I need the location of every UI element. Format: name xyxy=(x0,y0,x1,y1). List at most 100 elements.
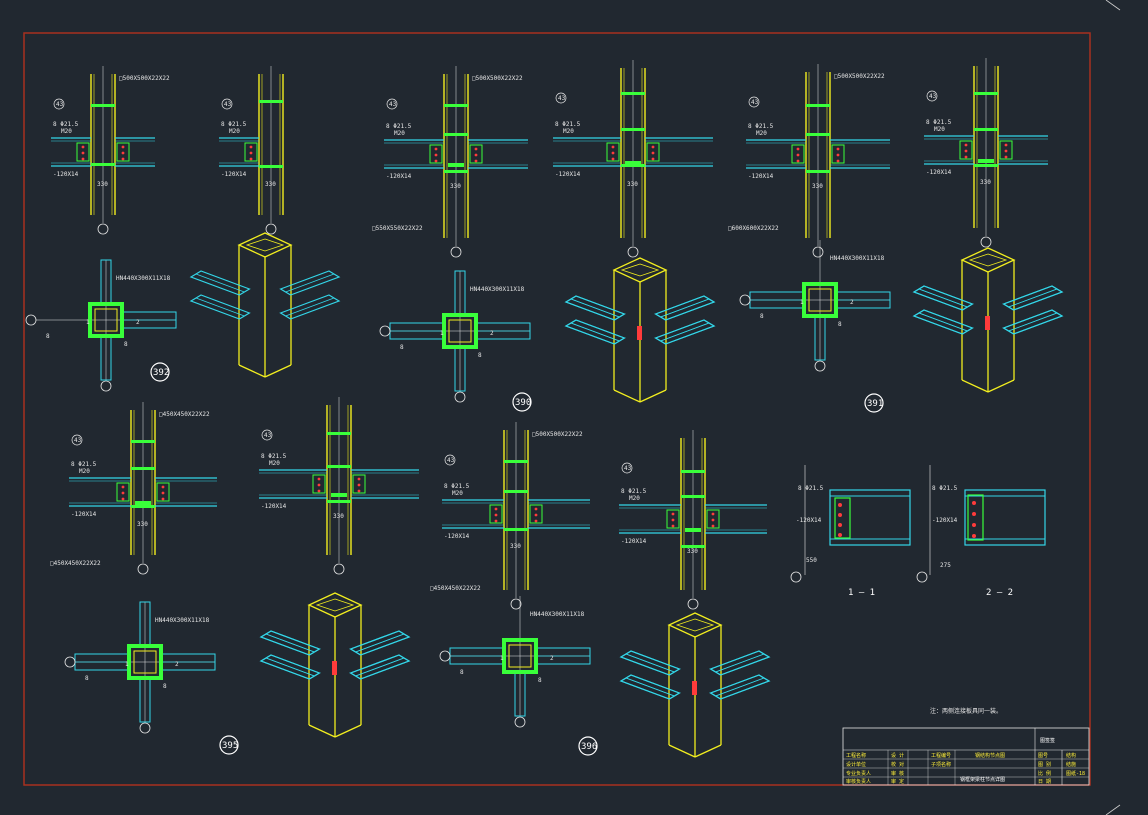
beam-web-iso xyxy=(660,322,710,342)
column-size-label: □500X500X22X22 xyxy=(119,75,170,82)
column-edge xyxy=(264,364,292,378)
diaphragm-plate xyxy=(806,133,830,136)
detail-tag-number: 391 xyxy=(867,399,883,409)
bolt xyxy=(317,489,321,493)
column-edge xyxy=(639,389,667,403)
column-inner xyxy=(94,308,118,332)
shear-plate xyxy=(606,142,620,162)
plate-label: -120X14 xyxy=(444,533,470,540)
weld-label: 8 xyxy=(400,344,404,351)
tag-bubble xyxy=(386,98,398,110)
axis-bubble xyxy=(25,314,37,326)
section-2-bolt-label: 8 Φ21.5 xyxy=(932,485,958,492)
beam-flange-iso xyxy=(654,319,716,345)
axis-bubble xyxy=(812,246,824,258)
beam-flange-iso xyxy=(1002,309,1064,335)
beam-flange-iso xyxy=(259,630,321,656)
bolt xyxy=(81,151,85,155)
axis-bubble xyxy=(100,380,112,392)
weld-label: 8 xyxy=(163,683,167,690)
tag-bubble-text: 43 xyxy=(447,457,455,464)
axis-bubble xyxy=(454,391,466,403)
column-cap-inner xyxy=(245,238,285,252)
diaphragm-plate xyxy=(259,165,283,168)
column-edge xyxy=(308,724,336,738)
bolt xyxy=(121,157,125,161)
column-edge xyxy=(334,724,362,738)
axis-bubble xyxy=(265,223,277,235)
diaphragm-plate xyxy=(621,164,645,167)
bolt xyxy=(711,518,715,522)
plate-label: -120X14 xyxy=(621,538,647,545)
beam-web-iso xyxy=(265,657,315,677)
dim-label: 330 xyxy=(687,548,698,555)
bolt xyxy=(836,159,840,163)
diaphragm-plate xyxy=(327,432,351,435)
tb-left-2: 设计单位 xyxy=(846,761,866,768)
bolt xyxy=(651,151,655,155)
beam-flange-iso xyxy=(349,654,411,680)
bolt xyxy=(796,153,800,157)
column-size-label: □500X500X22X22 xyxy=(532,431,583,438)
beam-flange-iso xyxy=(259,654,321,680)
shear-plate xyxy=(831,144,845,164)
bolt xyxy=(1004,155,1008,159)
column-edge xyxy=(613,389,641,403)
shear-plate xyxy=(116,482,130,502)
bolt-label: 8 Φ21.5 xyxy=(71,461,97,468)
weld-label: 8 xyxy=(838,321,842,328)
beam-flange-iso xyxy=(279,294,341,320)
axis-bubble xyxy=(64,656,76,668)
shear-plate xyxy=(116,142,130,162)
tag-bubble xyxy=(261,429,273,441)
tag-bubble xyxy=(748,96,760,108)
diaphragm-plate xyxy=(974,92,998,95)
tag-bubble-text: 43 xyxy=(74,437,82,444)
diaphragm-plate xyxy=(974,164,998,167)
tag-bubble xyxy=(555,92,567,104)
tb-mid-1: 设 计 xyxy=(891,752,904,759)
bolt xyxy=(434,153,438,157)
tb-right-3: 比 例 xyxy=(1038,770,1051,777)
column-size-label: □450X450X22X22 xyxy=(159,411,210,418)
weld-label: 8 xyxy=(760,313,764,320)
isometric-detail xyxy=(912,247,1064,393)
beam-flange-iso xyxy=(619,674,681,700)
bolt-size-label: M20 xyxy=(934,126,945,133)
shear-plate xyxy=(76,142,90,162)
diaphragm-plate xyxy=(504,528,528,531)
bolt xyxy=(1004,143,1008,147)
column-size-label: □600X600X22X22 xyxy=(728,225,779,232)
column-edge xyxy=(668,744,696,758)
bolt xyxy=(317,483,321,487)
beam-size-label: HN440X300X11X18 xyxy=(155,617,210,624)
tag-bubble-text: 43 xyxy=(56,101,64,108)
beam-mark: 2 xyxy=(850,299,854,306)
beam-web-iso xyxy=(660,298,710,318)
bolt xyxy=(121,497,125,501)
section-2-label: 2 — 2 xyxy=(986,588,1013,598)
detail-tag xyxy=(150,362,170,382)
frame-tick xyxy=(1105,0,1121,11)
tb-right-val-2: 结施 xyxy=(1066,761,1076,768)
beam-web-iso xyxy=(570,298,620,318)
bolt-label: 8 Φ21.5 xyxy=(261,453,287,460)
tb-mid2-2: 子项名称 xyxy=(931,761,951,768)
gusset-plate xyxy=(135,501,151,505)
diaphragm-plate xyxy=(444,104,468,107)
column-edge xyxy=(238,364,266,378)
bolt xyxy=(474,159,478,163)
plate-label: -120X14 xyxy=(555,171,581,178)
plate-label: -120X14 xyxy=(748,173,774,180)
diaphragm-plate xyxy=(806,170,830,173)
beam-web-iso xyxy=(1008,288,1058,308)
bolt xyxy=(534,513,538,517)
diaphragm-plate xyxy=(327,465,351,468)
bolt xyxy=(796,147,800,151)
tag-bubble xyxy=(621,462,633,474)
bolt-size-label: M20 xyxy=(563,128,574,135)
plate-label: -120X14 xyxy=(71,511,97,518)
